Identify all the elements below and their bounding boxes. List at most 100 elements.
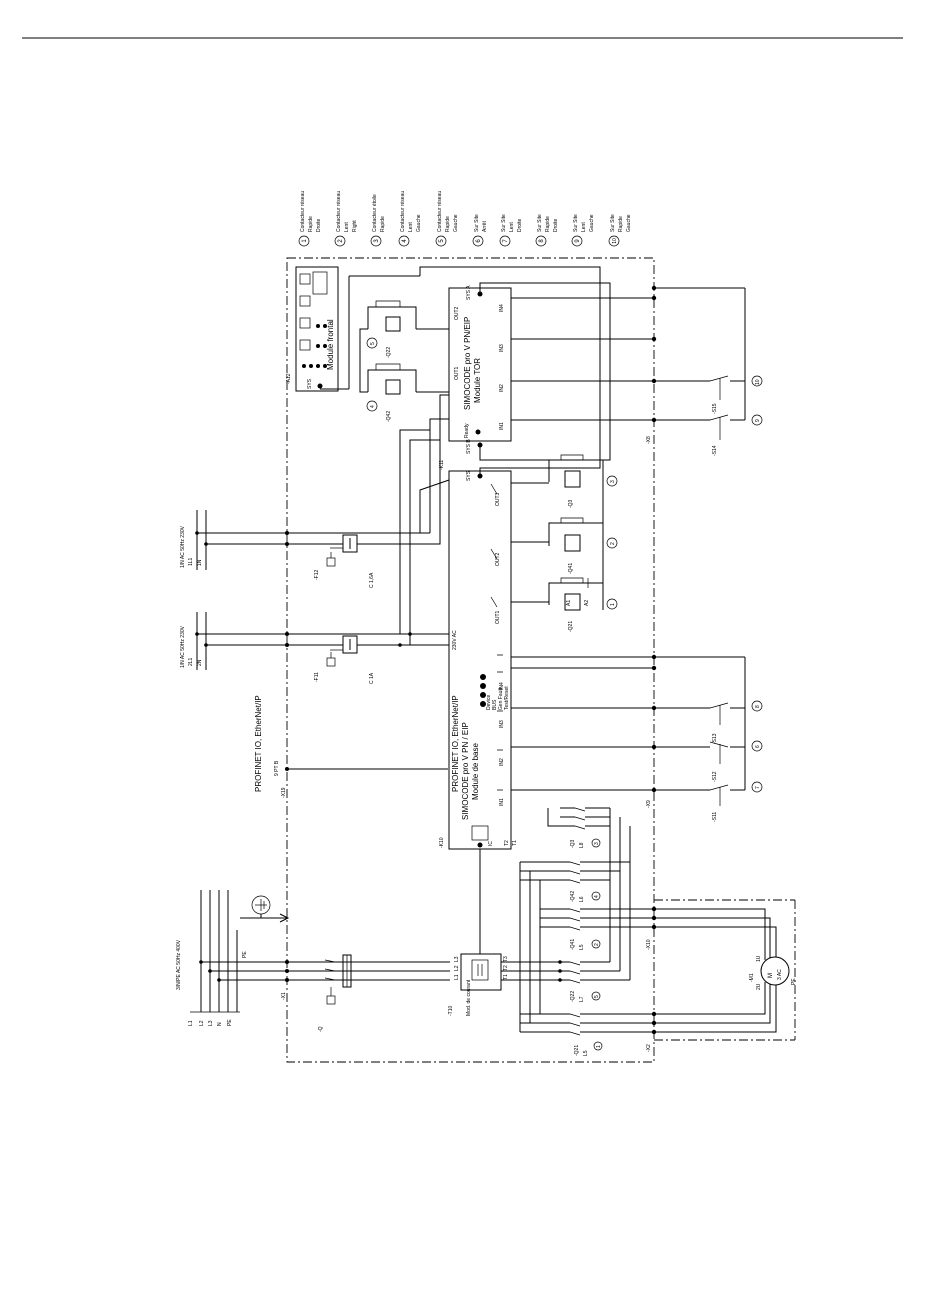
f11-rating: C 1A — [369, 672, 375, 684]
f12-rating: C 1,6A — [369, 572, 375, 588]
legend-num: 5 — [439, 239, 445, 243]
base-module: PROFINET IO, EtherNet/IP SIMOCODE pro V … — [439, 470, 518, 850]
panel-title: Module frontal — [326, 319, 335, 370]
supply-1: 1/N AC 50Hz 230V 1L1 1N — [180, 510, 287, 570]
contactor-q22: -Q22 L7 5 — [530, 961, 630, 1002]
sys-label: SYS — [466, 470, 472, 481]
motor-label: M — [768, 973, 774, 978]
contactor-ref: -Q3 — [570, 839, 576, 848]
terminal-strip: -X8 — [646, 436, 652, 444]
dio-title: SIMOCODE pro V PN/EIP — [463, 317, 472, 410]
terminal-strip: -X1 — [281, 992, 287, 1000]
legend-item-4: 4 Contacteur réseau Lent Gauche — [398, 191, 422, 247]
legend-line: Right — [352, 220, 358, 232]
output-label: OUT1 — [495, 610, 501, 624]
led-label: Test/Reset — [504, 686, 510, 710]
legend-num: 7 — [503, 239, 509, 243]
legend-item-6: 6 Sur Site Arrêt — [472, 214, 488, 247]
ic-label: IC — [488, 841, 494, 846]
coil-num: 5 — [370, 342, 376, 345]
current-sensor: -T10 Mod. de courant L1 L2 L3 T1 T2 T3 — [448, 849, 560, 1016]
legend-line: Gauche — [416, 214, 422, 232]
legend-line: Rapide — [445, 216, 451, 232]
motor-terminal: PE — [791, 978, 797, 985]
legend-line: Droite — [553, 218, 559, 232]
supply-3ph-label: 3/N/PE AC 50Hz 400V — [176, 939, 182, 990]
dio-title: Module TOR — [473, 358, 482, 403]
switch-s12: -S12 6 — [654, 740, 763, 782]
led-label: BUS — [492, 699, 498, 710]
led-label: Gen Fault — [498, 687, 504, 710]
control-wiring — [359, 328, 604, 647]
sensor-terminal: L2 — [454, 965, 460, 971]
contactor-ref: -Q22 — [570, 991, 576, 1002]
legend-line: Sur Site — [610, 214, 616, 232]
supply-2-line: 2N — [197, 659, 203, 666]
motor: M 3 AC -M1 1U 2U PE — [654, 899, 797, 1041]
output-label: OUT3 — [495, 492, 501, 506]
x19-label: -X19 — [281, 787, 287, 798]
fuse-f11: -F11 C 1A — [285, 632, 450, 684]
base-module-title: SIMOCODE pro V PN / EIP — [461, 722, 470, 820]
contactor-q42: -Q42 L6 4 — [520, 861, 630, 902]
legend-num: 10 — [612, 238, 618, 244]
dio-output: OUT1 — [454, 366, 460, 380]
dio-input: IN3 — [499, 344, 505, 352]
q-label: -Q — [318, 1026, 324, 1032]
switch-num: 6 — [755, 745, 761, 748]
legend-line: Gauche — [626, 214, 632, 232]
switch-s11: -S11 7 — [654, 781, 763, 822]
pe-label: PE — [242, 951, 248, 958]
coil-ref: -Q3 — [568, 499, 574, 508]
contactor-ref: -Q41 — [570, 939, 576, 950]
sensor-terminal: L3 — [454, 956, 460, 962]
switch-ref: -S14 — [712, 445, 718, 456]
legend-line: Contacteur réseau — [300, 191, 306, 232]
legend-line: Contacteur réseau — [437, 191, 443, 232]
legend-line: Rapide — [545, 216, 551, 232]
supply-2: 1/N AC 50Hz 230V 2L1 2N — [180, 612, 287, 670]
supply-1-line: 1L1 — [188, 557, 194, 566]
legend-item-7: 7 Sur Site Lent Droite — [499, 214, 523, 247]
contactor-q21: -Q21 L5 1 — [520, 1013, 654, 1056]
coil-q22: -Q22 5 — [366, 300, 417, 358]
input-label: IN3 — [499, 720, 505, 728]
legend-num: 2 — [338, 239, 344, 243]
contactor-num: 5 — [594, 995, 600, 998]
fuse-f12: -F12 C 1,6A — [285, 531, 430, 588]
legend-line: Sur Site — [573, 214, 579, 232]
coil-num: 4 — [370, 405, 376, 408]
input-label: IN1 — [499, 798, 505, 806]
terminal-strip: -X2 — [646, 1044, 652, 1052]
supply-3ph: 3/N/PE AC 50Hz 400V L1 L2 L3 N PE PE — [176, 890, 290, 1026]
f12-label: -F12 — [314, 570, 320, 581]
input-label: IN2 — [499, 758, 505, 766]
contactor-cmd: L8 — [579, 842, 585, 848]
contactor-q41: -Q41 L5 2 — [540, 908, 654, 950]
legend-line: Lent — [344, 222, 350, 232]
coil-q3: -Q3 3 — [548, 454, 618, 508]
legend-item-10: 10 Sur Site Rapide Gauche — [608, 214, 632, 247]
x19-port: 9 PT B — [274, 760, 280, 776]
terminal-strip: -X9 — [646, 800, 652, 808]
coil-terminal: A2 — [584, 600, 590, 606]
supply-2-label: 1/N AC 50Hz 230V — [180, 625, 186, 668]
switch-s15: -S15 10 — [654, 375, 763, 414]
contactor-cmd: L7 — [579, 996, 585, 1002]
coil-q21: -Q21 1 — [548, 577, 618, 632]
legend-num: 6 — [476, 239, 482, 243]
contactor-cmd: L5 — [579, 944, 585, 950]
legend-num: 4 — [402, 239, 408, 243]
f11-label: -F11 — [314, 672, 320, 682]
dio-input: IN4 — [499, 304, 505, 312]
field-inputs: -S15 10 -S14 9 -S13 8 -S12 6 — [511, 285, 763, 822]
t-label: T1 — [512, 840, 518, 846]
input-terminal — [497, 654, 503, 791]
coil-ref: -Q21 — [568, 621, 574, 632]
sensor-title: Mod. de courant — [466, 979, 472, 1016]
operator-panel: Module frontal -A12 SYS — [286, 266, 420, 392]
contactor-ref: -Q42 — [570, 891, 576, 902]
dio-input: IN1 — [499, 422, 505, 430]
phase-label: N — [217, 1022, 223, 1026]
legend-line: Rapide — [380, 216, 386, 232]
